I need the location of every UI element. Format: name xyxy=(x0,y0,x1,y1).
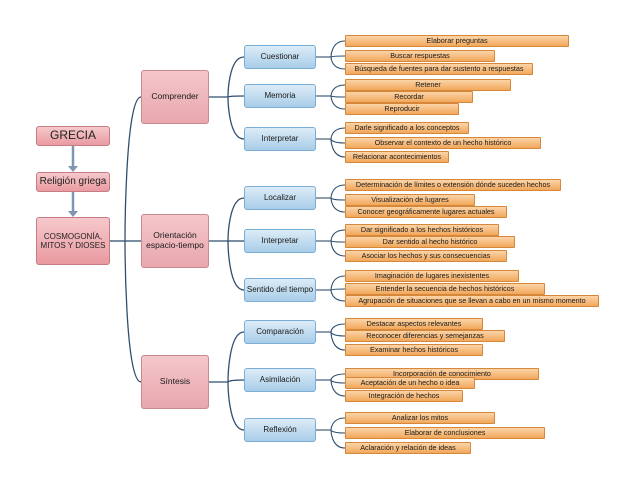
connector-root-branch-0 xyxy=(124,96,142,242)
node-label: Sentido del tiempo xyxy=(246,285,314,295)
leaf: Aceptación de un hecho o idea xyxy=(345,377,475,389)
root-topic: COSMOGONÍA, MITOS Y DIOSES xyxy=(40,231,106,250)
leaf: Búsqueda de fuentes para dar sustento a … xyxy=(345,63,533,75)
connector-branch-2-node-2 xyxy=(227,381,245,431)
node-label: Interpretar xyxy=(261,134,299,144)
root-subtitle: Religión griega xyxy=(39,176,107,188)
node-label: Comparación xyxy=(256,327,304,337)
leaf: Destacar aspectos relevantes xyxy=(345,318,483,330)
branch-orientacion: Orientación espacio-tiempo xyxy=(141,214,209,268)
leaf: Integración de hechos xyxy=(345,390,463,402)
leaf: Reconocer diferencias y semejanzas xyxy=(345,330,505,342)
connector-node-6-leaf-1 xyxy=(330,331,346,337)
node-memoria: Memoria xyxy=(244,84,316,108)
leaf: Dar sentido al hecho histórico xyxy=(345,236,515,248)
branch-comprender: Comprender xyxy=(141,70,209,124)
connector-node-0-leaf-2 xyxy=(330,56,346,70)
leaf: Determinación de límites o extensión dón… xyxy=(345,179,561,191)
connector-branch-0-node-0 xyxy=(227,56,245,98)
connector-node-5-leaf-2 xyxy=(330,289,346,302)
connector-node-0-leaf-0 xyxy=(330,40,346,58)
leaf: Darle significado a los conceptos xyxy=(345,122,469,134)
connector-node-2-leaf-1 xyxy=(330,138,346,144)
connector-branch-0-node-1 xyxy=(227,95,245,98)
leaf: Examinar hechos históricos xyxy=(345,344,483,356)
leaf: Visualización de lugares xyxy=(345,194,475,206)
node-label: Cuestionar xyxy=(260,52,300,62)
connector-node-5-leaf-1 xyxy=(330,288,346,291)
connector-node-7-leaf-0 xyxy=(330,373,346,381)
connector-node-0-leaf-1 xyxy=(330,55,346,58)
connector-node-7-leaf-1 xyxy=(330,379,346,384)
branch-label: Orientación espacio-tiempo xyxy=(146,230,204,250)
connector-node-3-leaf-0 xyxy=(330,184,346,199)
connector-node-4-leaf-1 xyxy=(330,240,346,243)
node-label: Memoria xyxy=(264,91,296,101)
connector-node-4-leaf-0 xyxy=(330,229,346,242)
connector-node-4-leaf-2 xyxy=(330,240,346,257)
branch-sintesis: Síntesis xyxy=(141,355,209,409)
node-label: Interpretar xyxy=(261,236,299,246)
connector-node-1-leaf-2 xyxy=(330,95,346,110)
node-interpretar-1: Interpretar xyxy=(244,127,316,151)
node-label: Asimilación xyxy=(259,375,301,385)
connector-node-2-leaf-0 xyxy=(330,127,346,140)
node-reflexion: Reflexión xyxy=(244,418,316,442)
leaf: Imaginación de lugares inexistentes xyxy=(345,270,519,282)
branch-label: Síntesis xyxy=(159,376,191,387)
branch-label: Comprender xyxy=(151,91,199,102)
connector-node-5-leaf-0 xyxy=(330,275,346,291)
leaf: Dar significado a los hechos históricos xyxy=(345,224,499,236)
node-cuestionar: Cuestionar xyxy=(244,45,316,69)
connector-branch-2-node-0 xyxy=(227,331,245,383)
connector-root-branch-2 xyxy=(124,240,142,383)
connector-node-1-leaf-1 xyxy=(330,95,346,98)
root-topic-box: COSMOGONÍA, MITOS Y DIOSES xyxy=(36,217,110,265)
connector-node-8-leaf-2 xyxy=(330,429,346,449)
leaf: Conocer geográficamente lugares actuales xyxy=(345,206,507,218)
leaf: Observar el contexto de un hecho históri… xyxy=(345,137,541,149)
connector-node-6-leaf-0 xyxy=(330,323,346,333)
connector-node-6-leaf-2 xyxy=(330,331,346,351)
node-interpretar-2: Interpretar xyxy=(244,229,316,253)
leaf: Entender la secuencia de hechos históric… xyxy=(345,283,545,295)
connector-branch-1-node-0 xyxy=(227,197,245,242)
leaf: Analizar los mitos xyxy=(345,412,495,424)
connector-node-1-leaf-0 xyxy=(330,84,346,97)
connector-node-3-leaf-2 xyxy=(330,197,346,213)
node-label: Localizar xyxy=(263,193,296,203)
connector-node-8-leaf-0 xyxy=(330,417,346,431)
leaf: Asociar los hechos y sus consecuencias xyxy=(345,250,507,262)
leaf: Elaborar de conclusiones xyxy=(345,427,545,439)
root-subtitle-box: Religión griega xyxy=(36,172,110,192)
root-title: GRECIA xyxy=(49,128,96,143)
connector-branch-1-node-2 xyxy=(227,240,245,291)
leaf: Agrupación de situaciones que se llevan … xyxy=(345,295,599,307)
node-sentido-del-tiempo: Sentido del tiempo xyxy=(244,278,316,302)
connector-node-3-leaf-1 xyxy=(330,197,346,201)
leaf: Elaborar preguntas xyxy=(345,35,569,47)
leaf: Reproducir xyxy=(345,103,459,115)
connector-node-8-leaf-1 xyxy=(330,429,346,434)
leaf: Aclaración y relación de ideas xyxy=(345,442,471,454)
connector-branch-2-node-1 xyxy=(227,379,245,383)
node-comparacion: Comparación xyxy=(244,320,316,344)
connector-branch-0-node-2 xyxy=(227,96,245,140)
connector-node-2-leaf-2 xyxy=(330,138,346,158)
leaf: Retener xyxy=(345,79,511,91)
leaf: Buscar respuestas xyxy=(345,50,495,62)
leaf: Recordar xyxy=(345,91,473,103)
node-label: Reflexión xyxy=(263,425,297,435)
node-localizar: Localizar xyxy=(244,186,316,210)
connector-node-7-leaf-2 xyxy=(330,379,346,397)
node-asimilacion: Asimilación xyxy=(244,368,316,392)
leaf: Relacionar acontecimientos xyxy=(345,151,449,163)
root-title-box: GRECIA xyxy=(36,126,110,146)
